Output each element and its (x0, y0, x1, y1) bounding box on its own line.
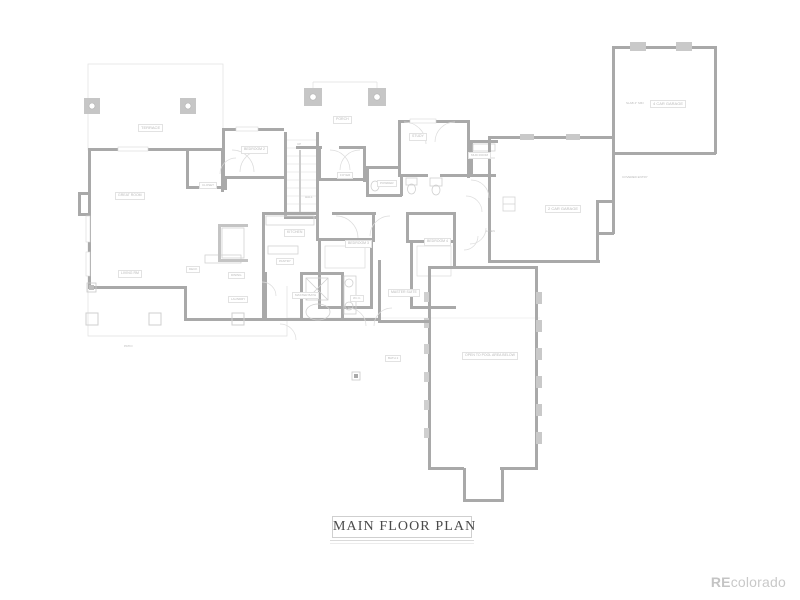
room-label-stair-note: UP (297, 142, 302, 146)
room-label-covered-porch: PORCH (333, 116, 352, 124)
room-label-bedroom-three: BEDROOM 3 (345, 240, 373, 248)
room-label-foyer: FOYER (337, 172, 354, 180)
walls (78, 42, 717, 502)
room-label-four-car-garage: 4 CAR GARAGE (650, 100, 687, 109)
room-label-bedroom-four: BEDROOM 4 (424, 238, 452, 246)
room-label-bedroom-two: BEDROOM 2 (241, 146, 269, 154)
recolorado-watermark: REcolorado (711, 574, 786, 590)
room-label-deck-note: DECK (186, 266, 201, 274)
room-label-pantry: PANTRY (276, 258, 294, 266)
windows (85, 118, 437, 277)
room-label-covered-entry: COVERED ENTRY (622, 175, 648, 179)
room-label-garage-note: SLAB 4" MIN (626, 101, 644, 105)
room-label-hall: HALL (305, 195, 313, 199)
title-rule-primary (330, 540, 474, 541)
door-swings (219, 121, 490, 341)
room-label-dining: DINING (228, 272, 245, 280)
room-label-open-to-pool: OPEN TO POOL AREA BELOW (462, 352, 518, 360)
room-label-master-bath: MASTER BATH (292, 292, 320, 300)
room-label-laundry: LAUNDRY (228, 296, 249, 304)
room-label-kitchen: KITCHEN (284, 229, 306, 237)
room-label-mud-room: MUD ROOM (468, 152, 491, 160)
room-label-bath-two: BATH 2 (385, 355, 402, 363)
room-label-great-room: GREAT ROOM (115, 192, 145, 200)
title-rule-secondary (330, 543, 474, 544)
watermark-suffix: colorado (730, 574, 786, 590)
plan-title-box: MAIN FLOOR PLAN (332, 516, 477, 538)
plan-title: MAIN FLOOR PLAN (333, 519, 477, 534)
room-label-living-room: LIVING RM (118, 270, 142, 278)
room-label-patio-note: PATIO (124, 344, 133, 348)
room-label-wic: W.I.C. (350, 295, 365, 303)
room-label-upper-left-terrace: TERRACE (138, 124, 164, 133)
room-label-master-suite: MASTER SUITE (388, 289, 420, 297)
room-label-closet-left: CLOSET (199, 182, 218, 190)
room-label-study: STUDY (409, 133, 427, 141)
watermark-prefix: RE (710, 574, 731, 590)
room-label-two-car-garage: 2 CAR GARAGE (545, 205, 582, 214)
room-label-linen: LINEN (486, 229, 495, 233)
room-label-powder-room: POWDER (377, 180, 397, 188)
